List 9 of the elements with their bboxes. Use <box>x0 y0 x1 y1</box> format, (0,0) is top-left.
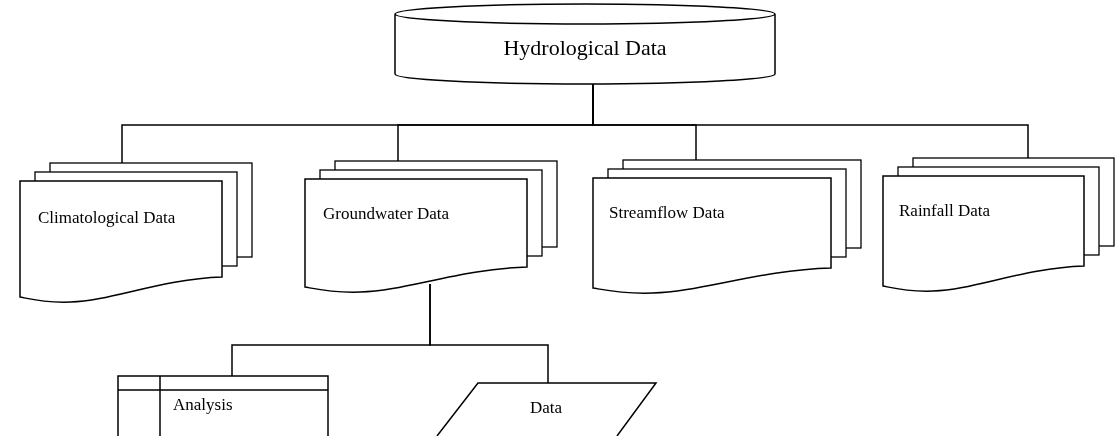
connector-line <box>429 283 549 384</box>
node-label: Climatological Data <box>38 207 176 229</box>
node-label: Rainfall Data <box>899 200 991 222</box>
node-label: Data <box>530 397 563 419</box>
node-label: Groundwater Data <box>323 203 450 225</box>
node-label: Analysis <box>173 394 233 416</box>
connector-line <box>592 83 1029 159</box>
node-label: Streamflow Data <box>609 202 725 224</box>
node-title: Hydrological Data <box>502 34 668 62</box>
